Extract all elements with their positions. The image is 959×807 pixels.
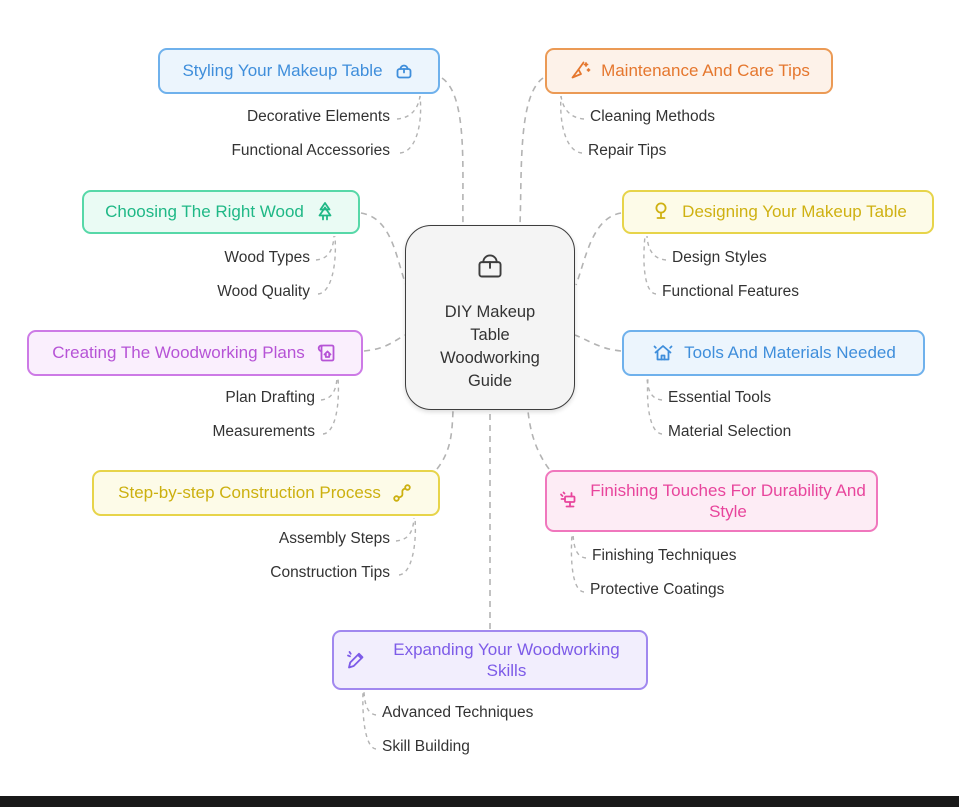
mirror-icon bbox=[649, 200, 673, 224]
connector-wood-sub2 bbox=[317, 235, 337, 295]
center-title-line: Table bbox=[470, 325, 510, 344]
connector-plans-sub1 bbox=[320, 377, 338, 401]
center-title: DIY Makeup Table Woodworking Guide bbox=[440, 301, 540, 393]
connector-finishing-sub1 bbox=[572, 533, 587, 559]
connector-tools-sub1 bbox=[646, 377, 663, 401]
branch-maintenance-and-care-tips: Maintenance And Care Tips bbox=[545, 48, 833, 94]
sub-protective-coatings: Protective Coatings bbox=[590, 581, 725, 598]
connector-wood-sub1 bbox=[315, 235, 335, 261]
handbag-icon bbox=[392, 59, 416, 83]
cleaning-broom-icon bbox=[568, 59, 592, 83]
branch-label: Choosing The Right Wood bbox=[105, 202, 304, 222]
connector-expanding-sub1 bbox=[363, 691, 377, 716]
connector-center-styling bbox=[441, 77, 464, 226]
connector-plans-sub2 bbox=[322, 377, 340, 435]
sub-functional-features: Functional Features bbox=[662, 283, 799, 300]
connector-construction-sub1 bbox=[395, 517, 415, 542]
sub-measurements: Measurements bbox=[212, 423, 315, 440]
connector-center-finishing bbox=[527, 410, 550, 470]
sub-decorative-elements: Decorative Elements bbox=[246, 108, 390, 125]
branch-tools-and-materials-needed: Tools And Materials Needed bbox=[622, 330, 925, 376]
branch-label: Styling Your Makeup Table bbox=[182, 61, 383, 81]
branch-label: Creating The Woodworking Plans bbox=[52, 343, 305, 363]
branch-finishing-touches-for-durability-and-style: Finishing Touches For Durability And Sty… bbox=[545, 470, 878, 532]
sub-assembly-steps: Assembly Steps bbox=[278, 530, 390, 547]
sub-repair-tips: Repair Tips bbox=[588, 142, 667, 159]
center-title-line: Woodworking bbox=[440, 349, 540, 367]
center-node: DIY Makeup Table Woodworking Guide bbox=[405, 225, 575, 410]
branch-label: Finishing Touches For Durability And Sty… bbox=[590, 480, 866, 521]
connector-tools-sub2 bbox=[646, 377, 663, 435]
connector-finishing-sub2 bbox=[570, 533, 585, 593]
branch-label: Step-by-step Construction Process bbox=[118, 483, 381, 503]
branch-designing-your-makeup-table: Designing Your Makeup Table bbox=[622, 190, 934, 234]
branch-label: Maintenance And Care Tips bbox=[601, 61, 810, 81]
connector-styling-sub1 bbox=[396, 95, 421, 120]
sub-material-selection: Material Selection bbox=[668, 423, 792, 440]
sub-plan-drafting: Plan Drafting bbox=[225, 389, 315, 406]
connector-center-construction bbox=[436, 410, 454, 470]
bottom-edge-bar bbox=[0, 796, 959, 807]
sub-essential-tools: Essential Tools bbox=[668, 389, 772, 406]
process-loop-icon bbox=[390, 481, 414, 505]
connector-center-plans bbox=[363, 334, 406, 352]
sub-wood-types: Wood Types bbox=[224, 249, 310, 266]
branch-step-by-step-construction-process: Step-by-step Construction Process bbox=[92, 470, 440, 516]
sub-finishing-techniques: Finishing Techniques bbox=[592, 547, 737, 564]
branch-creating-the-woodworking-plans: Creating The Woodworking Plans bbox=[27, 330, 363, 376]
branch-expanding-your-woodworking-skills: Expanding Your Woodworking Skills bbox=[332, 630, 648, 690]
connector-center-tools bbox=[574, 334, 622, 352]
connector-center-maintenance bbox=[519, 77, 544, 226]
connector-styling-sub2 bbox=[399, 95, 422, 154]
connector-center-wood bbox=[360, 212, 407, 286]
connector-designing-sub2 bbox=[643, 235, 657, 295]
center-title-line: Guide bbox=[467, 372, 512, 391]
connector-maintenance-sub1 bbox=[560, 95, 585, 120]
connector-construction-sub2 bbox=[398, 517, 417, 576]
blueprint-icon bbox=[314, 341, 338, 365]
makeup-table-icon bbox=[467, 242, 513, 293]
tree-icon bbox=[313, 200, 337, 224]
sub-cleaning-methods: Cleaning Methods bbox=[590, 108, 715, 125]
connector-expanding-sub2 bbox=[362, 691, 377, 750]
house-tools-icon bbox=[651, 341, 675, 365]
sub-skill-building: Skill Building bbox=[382, 738, 470, 755]
sub-advanced-techniques: Advanced Techniques bbox=[382, 704, 534, 721]
branch-label: Designing Your Makeup Table bbox=[682, 202, 907, 222]
branch-styling-your-makeup-table: Styling Your Makeup Table bbox=[158, 48, 440, 94]
sub-design-styles: Design Styles bbox=[672, 249, 767, 266]
connector-designing-sub1 bbox=[646, 235, 667, 261]
spray-gun-icon bbox=[557, 489, 581, 513]
connector-center-designing bbox=[575, 212, 622, 286]
sub-construction-tips: Construction Tips bbox=[270, 564, 390, 581]
branch-label: Tools And Materials Needed bbox=[684, 343, 896, 363]
pencil-skill-icon bbox=[344, 648, 368, 672]
sub-wood-quality: Wood Quality bbox=[217, 283, 310, 300]
sub-functional-accessories: Functional Accessories bbox=[231, 142, 390, 159]
center-title-line: DIY Makeup bbox=[444, 302, 536, 321]
branch-label: Expanding Your Woodworking Skills bbox=[393, 639, 620, 680]
branch-choosing-the-right-wood: Choosing The Right Wood bbox=[82, 190, 360, 234]
connector-maintenance-sub2 bbox=[559, 95, 583, 154]
